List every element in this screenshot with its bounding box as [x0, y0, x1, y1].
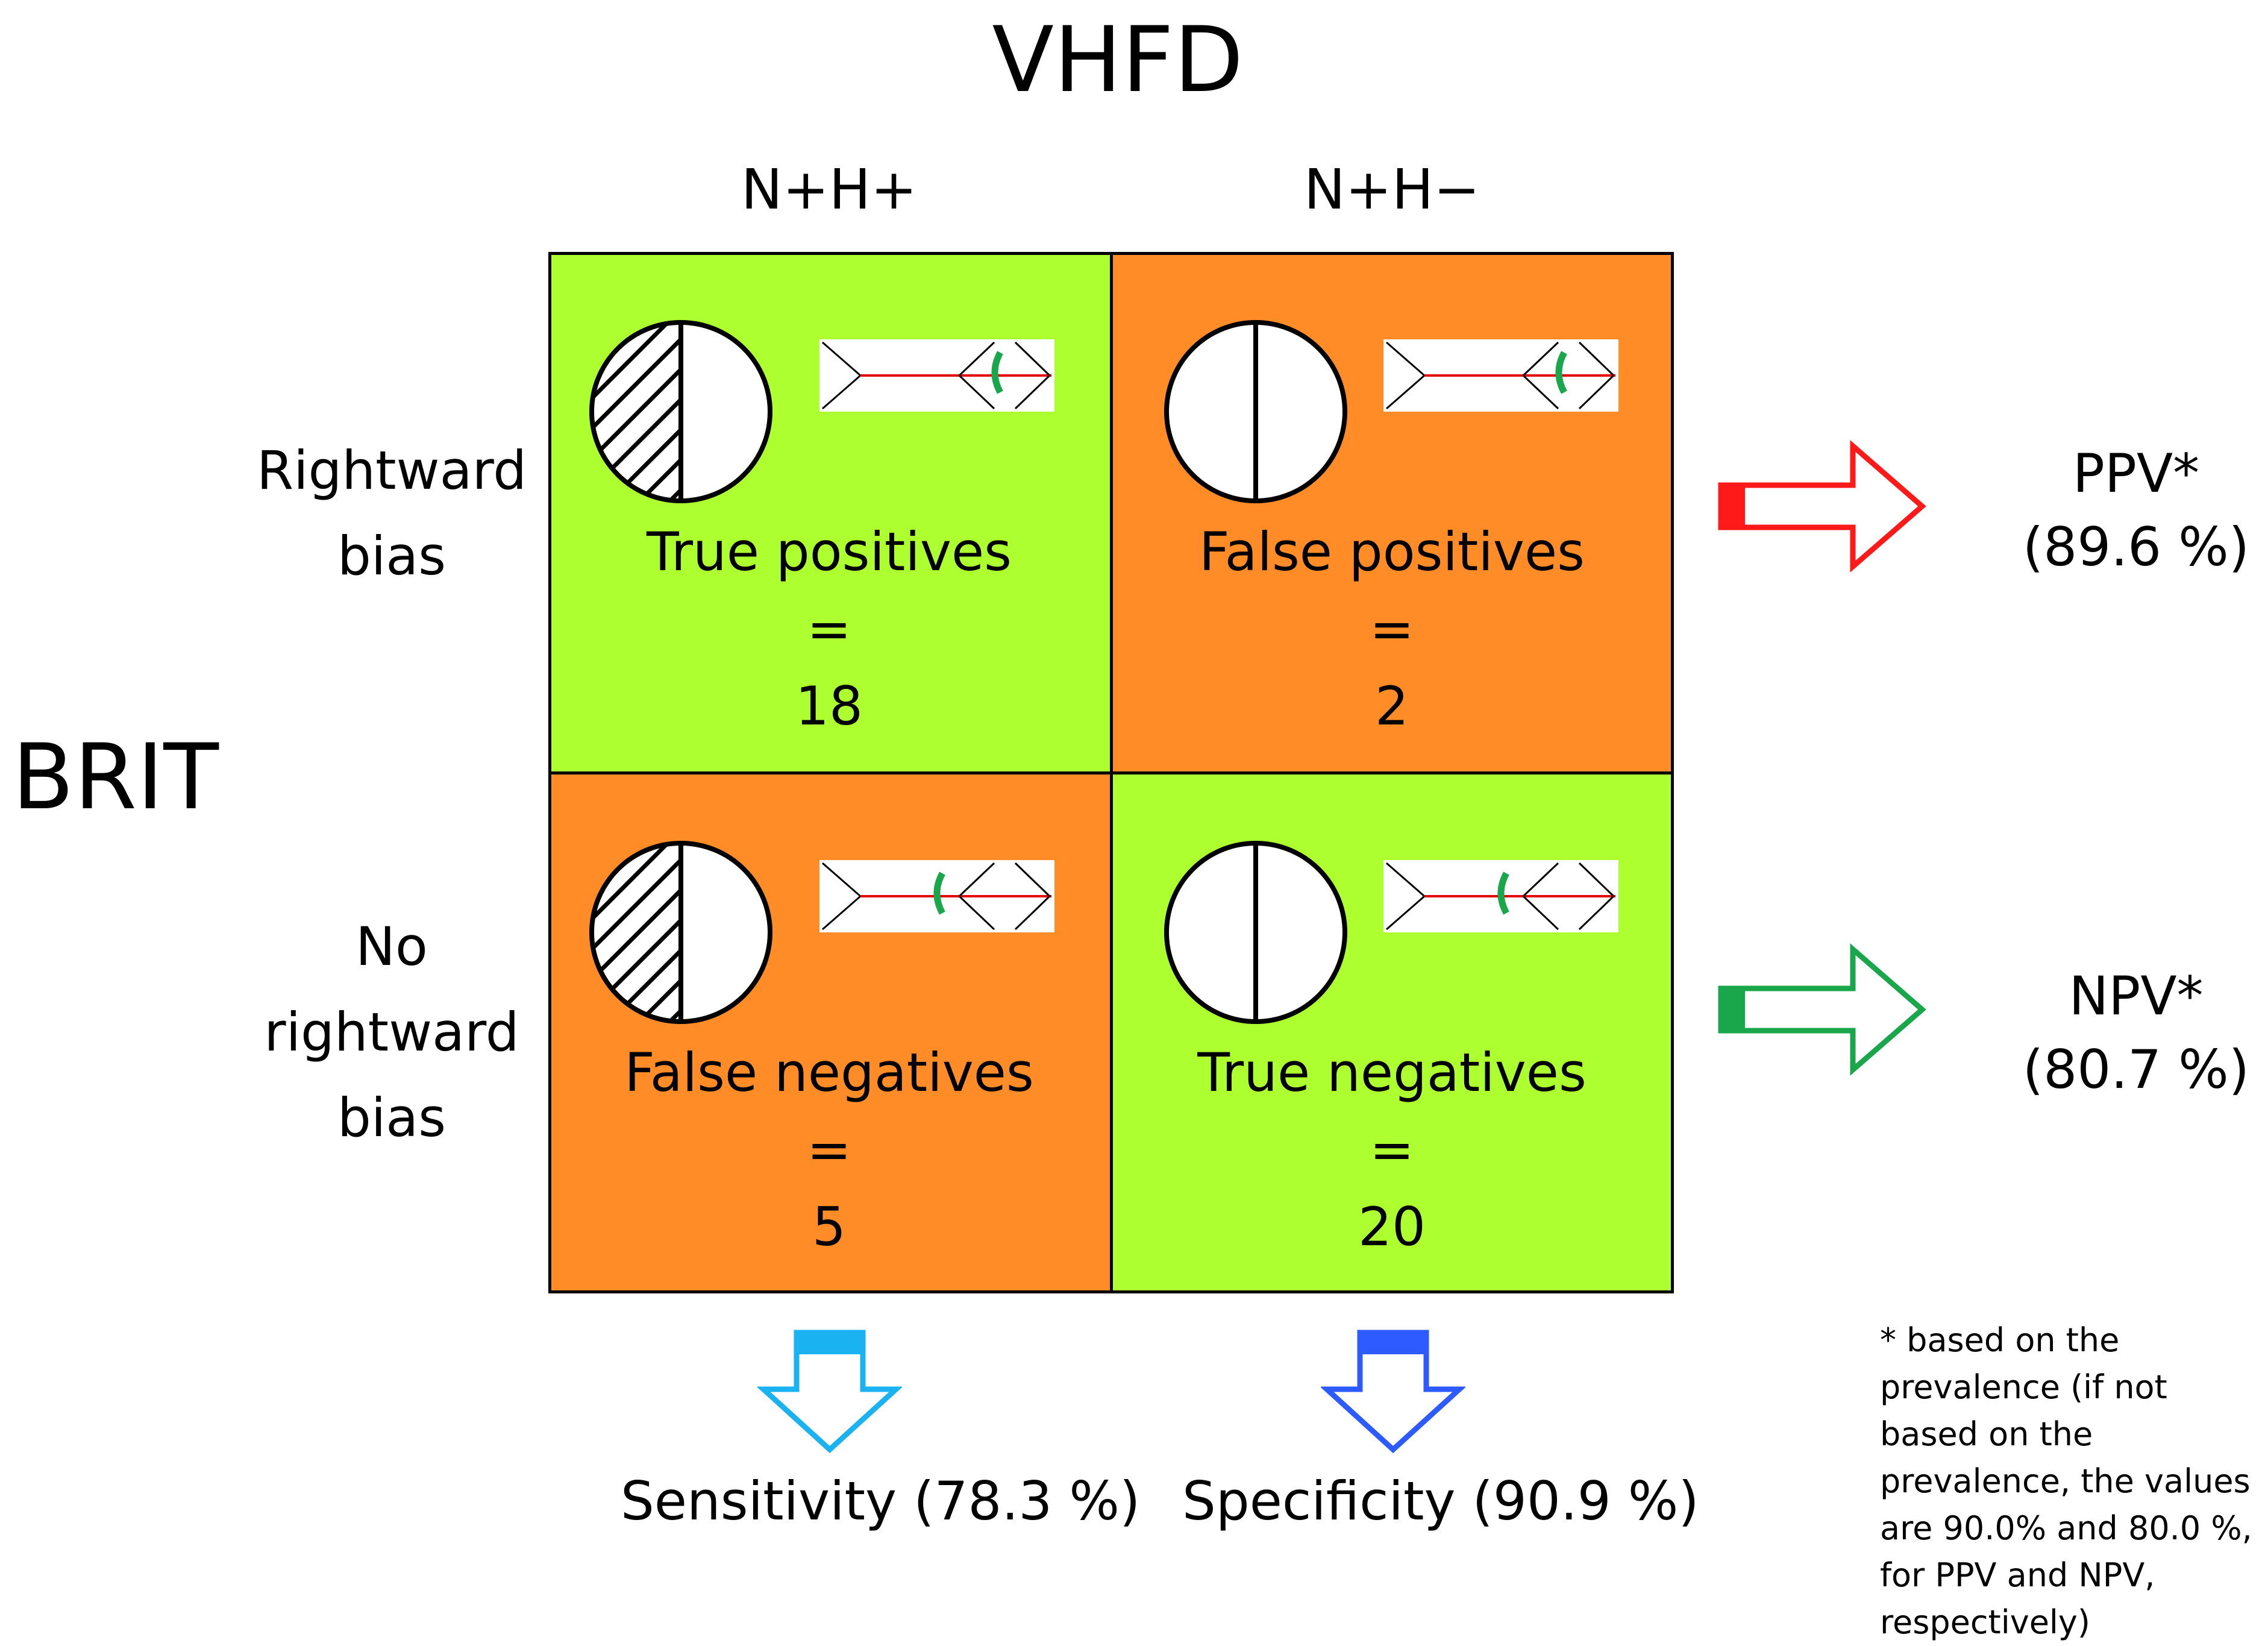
- column-header-n-plus-h-plus: N+H+: [741, 157, 918, 222]
- row-label-line: rightward: [264, 1001, 519, 1063]
- line-bisection-rightward-icon: [819, 339, 1054, 412]
- specificity-arrow-icon: [1321, 1330, 1465, 1454]
- row-label-line: bias: [337, 525, 446, 587]
- column-header-n-plus-h-minus: N+H−: [1303, 157, 1480, 222]
- cell-equals: =: [807, 598, 851, 660]
- hemianopia-hatched-circle-icon: [589, 841, 772, 1024]
- cell-true-positives: True positives = 18: [548, 252, 1110, 773]
- cell-false-positives: False positives = 2: [1111, 252, 1673, 773]
- line-bisection-centered-icon: [1383, 860, 1618, 932]
- footnote: * based on the prevalence (if not based …: [1880, 1321, 2252, 1641]
- cell-label: False positives: [1199, 521, 1585, 583]
- row-label-rightward-bias: Rightward bias: [235, 428, 548, 599]
- cell-count: 20: [1358, 1196, 1426, 1258]
- grid-divider-horizontal: [548, 771, 1674, 774]
- cell-count: 18: [795, 675, 863, 737]
- line-bisection-rightward-icon: [1383, 339, 1618, 412]
- row-axis-label: BRIT: [12, 725, 219, 830]
- npv-arrow-icon: [1718, 943, 1926, 1076]
- ppv-value: (89.6 %): [2022, 516, 2250, 578]
- cell-true-negatives: True negatives = 20: [1111, 773, 1673, 1293]
- cell-equals: =: [1370, 1119, 1414, 1181]
- diagram-title: VHFD: [992, 8, 1244, 113]
- hemianopia-hatched-circle-icon: [589, 320, 772, 503]
- cell-equals: =: [1370, 598, 1414, 660]
- sensitivity-label: Sensitivity (78.3 %): [621, 1470, 1141, 1532]
- cell-label: True negatives: [1197, 1041, 1587, 1104]
- line-bisection-centered-icon: [819, 860, 1054, 932]
- cell-equals: =: [807, 1119, 851, 1181]
- row-label-no-rightward-bias: No rightward bias: [235, 904, 548, 1161]
- npv-metric: NPV* (80.7 %): [1925, 960, 2268, 1107]
- cell-label: True positives: [647, 521, 1012, 583]
- specificity-label: Specificity (90.9 %): [1182, 1470, 1699, 1532]
- ppv-label: PPV*: [2072, 442, 2200, 504]
- row-label-line: Rightward: [256, 439, 527, 501]
- sensitivity-arrow-icon: [757, 1330, 902, 1454]
- row-label-line: bias: [337, 1087, 446, 1149]
- cell-label: False negatives: [624, 1041, 1034, 1104]
- row-label-line: No: [356, 916, 428, 978]
- normal-split-circle-icon: [1164, 841, 1347, 1024]
- npv-label: NPV*: [2069, 965, 2204, 1027]
- cell-count: 2: [1375, 675, 1409, 737]
- ppv-metric: PPV* (89.6 %): [1925, 437, 2268, 584]
- cell-count: 5: [812, 1196, 846, 1258]
- cell-false-negatives: False negatives = 5: [548, 773, 1110, 1293]
- confusion-matrix: True positives = 18 False positives = 2: [548, 252, 1674, 1293]
- normal-split-circle-icon: [1164, 320, 1347, 503]
- ppv-arrow-icon: [1718, 440, 1926, 573]
- npv-value: (80.7 %): [2022, 1038, 2250, 1101]
